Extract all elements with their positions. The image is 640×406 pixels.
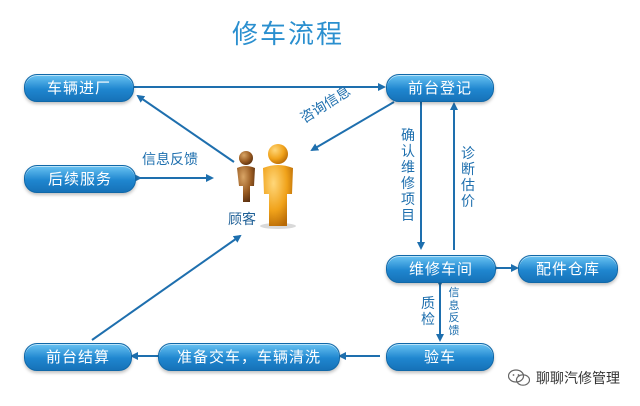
arrow-customer-to-entry: [136, 94, 235, 163]
node-prepare-delivery: 准备交车，车辆清洗: [158, 343, 340, 371]
diagram-title: 修车流程: [232, 20, 345, 50]
label-quality-check: 质检: [421, 296, 435, 329]
node-front-desk-register: 前台登记: [386, 74, 494, 102]
label-confirm-items: 确认维修项目: [401, 128, 415, 225]
node-parts-warehouse: 配件仓库: [518, 255, 618, 283]
wechat-icon: [508, 369, 530, 386]
node-inspection: 验车: [386, 343, 494, 371]
label-diagnosis: 诊断估价: [461, 146, 475, 211]
customer-figures-icon: [237, 144, 296, 229]
customer-label: 顾客: [228, 212, 256, 228]
node-front-desk-settlement: 前台结算: [24, 343, 132, 371]
label-feedback-bottom: 信息反馈: [448, 286, 460, 337]
node-after-service: 后续服务: [24, 165, 136, 193]
arrow-settlement-to-customer: [91, 234, 242, 341]
node-repair-shop: 维修车间: [386, 255, 496, 283]
label-feedback-left: 信息反馈: [142, 152, 198, 168]
arrow-register-to-customer: [310, 101, 395, 152]
watermark-text: 聊聊汽修管理: [536, 371, 620, 387]
node-vehicle-entry: 车辆进厂: [24, 74, 134, 102]
watermark: 聊聊汽修管理: [508, 368, 620, 388]
